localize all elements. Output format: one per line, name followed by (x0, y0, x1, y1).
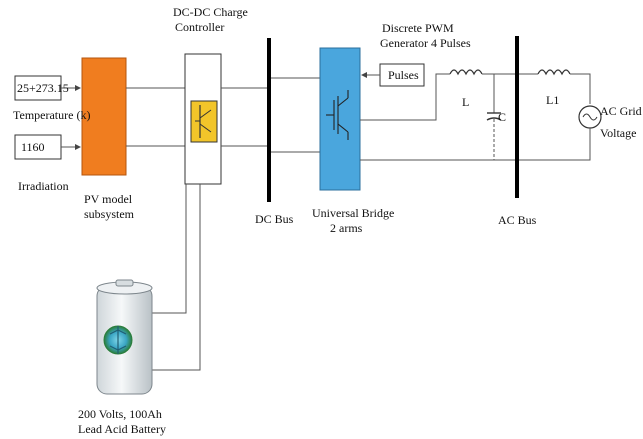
wire-bridge-to-inductor-l (360, 73, 450, 121)
dc-bus-label: DC Bus (255, 212, 294, 226)
battery-label-1: 200 Volts, 100Ah (78, 407, 162, 421)
charge-controller-label-2: Controller (175, 20, 225, 34)
inductor-l-label: L (462, 95, 470, 109)
universal-bridge-block[interactable] (319, 47, 361, 191)
capacitor-c-plate-bottom (486, 117, 502, 121)
universal-bridge-igbt-icon (326, 90, 349, 140)
ac-grid-label-2: Voltage (600, 126, 637, 140)
dc-bus-bar[interactable] (267, 38, 271, 202)
capacitor-c-label: C (498, 110, 507, 124)
temperature-constant-value: 25+273.15 (17, 81, 69, 95)
temperature-constant-block[interactable] (14, 75, 62, 101)
irradiation-constant-value: 1160 (21, 140, 45, 154)
pv-model-label-2: subsystem (84, 207, 135, 221)
irradiation-label: Irradiation (18, 179, 69, 193)
ac-bus-label: AC Bus (498, 213, 537, 227)
wire-battery-to-controller-2 (152, 184, 201, 371)
pv-model-block[interactable] (81, 57, 127, 176)
inductor-l1-label: L1 (546, 93, 560, 107)
wire-battery-to-controller-1 (152, 184, 187, 314)
battery-label-2: Lead Acid Battery (78, 422, 166, 436)
pwm-generator-label-2: Generator 4 Pulses (380, 36, 471, 50)
ac-grid-label-1: AC Grid (600, 104, 642, 118)
pwm-pulses-label: Pulses (388, 68, 419, 82)
pwm-generator-label-1: Discrete PWM (382, 21, 454, 35)
irradiation-constant-block[interactable] (14, 134, 62, 160)
ac-bus-bar[interactable] (515, 36, 519, 198)
charge-controller-label-1: DC-DC Charge (173, 5, 248, 19)
charge-controller-switch-icon (190, 100, 218, 143)
inductor-l-symbol (449, 69, 483, 76)
battery-block[interactable] (96, 279, 153, 395)
universal-bridge-label-1: Universal Bridge (312, 206, 395, 220)
temperature-label: Temperature (k) (13, 108, 91, 122)
universal-bridge-label-2: 2 arms (330, 221, 363, 235)
inductor-l1-symbol (537, 69, 571, 76)
pv-model-label-1: PV model (84, 192, 133, 206)
